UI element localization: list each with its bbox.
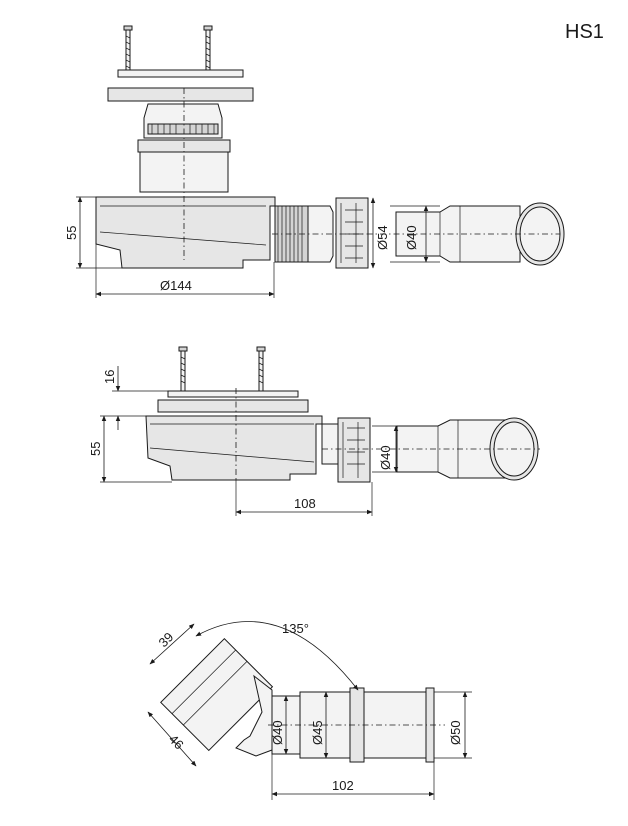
housing-2	[145, 415, 323, 481]
strainer	[143, 103, 223, 139]
flange-2	[157, 399, 309, 413]
nut-2	[337, 417, 371, 483]
cover-plate-2	[167, 390, 299, 398]
view-elbow-adapter: 135° 39 46 Ø40 Ø45 Ø50 102	[147, 621, 472, 800]
dim-dia-b: Ø45	[310, 720, 325, 745]
model-label: HS1	[565, 21, 604, 43]
screw-left	[123, 25, 133, 73]
dim-length-3: 102	[332, 778, 354, 793]
dim-length-2: 108	[294, 496, 316, 511]
dim-flange: 16	[102, 370, 117, 384]
dim-height-1: 55	[64, 226, 79, 240]
dim-width: Ø144	[160, 278, 192, 293]
dim-pipe-dia-1: Ø40	[404, 225, 419, 250]
housing	[95, 196, 276, 269]
dim-height-2: 55	[88, 442, 103, 456]
screw-right-2	[256, 346, 266, 392]
dim-outer-dia: Ø54	[375, 225, 390, 250]
flange	[107, 87, 254, 102]
dim-dia-a: Ø40	[270, 720, 285, 745]
cover-plate	[117, 69, 244, 78]
screw-right	[203, 25, 213, 73]
dim-seg-b: 46	[166, 732, 187, 753]
nut	[335, 197, 369, 269]
view-side-assembly: 16 55 108 Ø40	[88, 346, 540, 516]
outlet-2	[321, 423, 339, 465]
view-top-assembly: 55 Ø144 Ø54 Ø40	[64, 25, 565, 298]
dim-seg-a: 39	[156, 629, 177, 650]
dim-pipe-dia-2: Ø40	[378, 445, 393, 470]
screw-left-2	[178, 346, 188, 392]
adapter-pipe-2	[396, 417, 539, 481]
dim-angle: 135°	[282, 621, 309, 636]
dim-dia-c: Ø50	[448, 720, 463, 745]
